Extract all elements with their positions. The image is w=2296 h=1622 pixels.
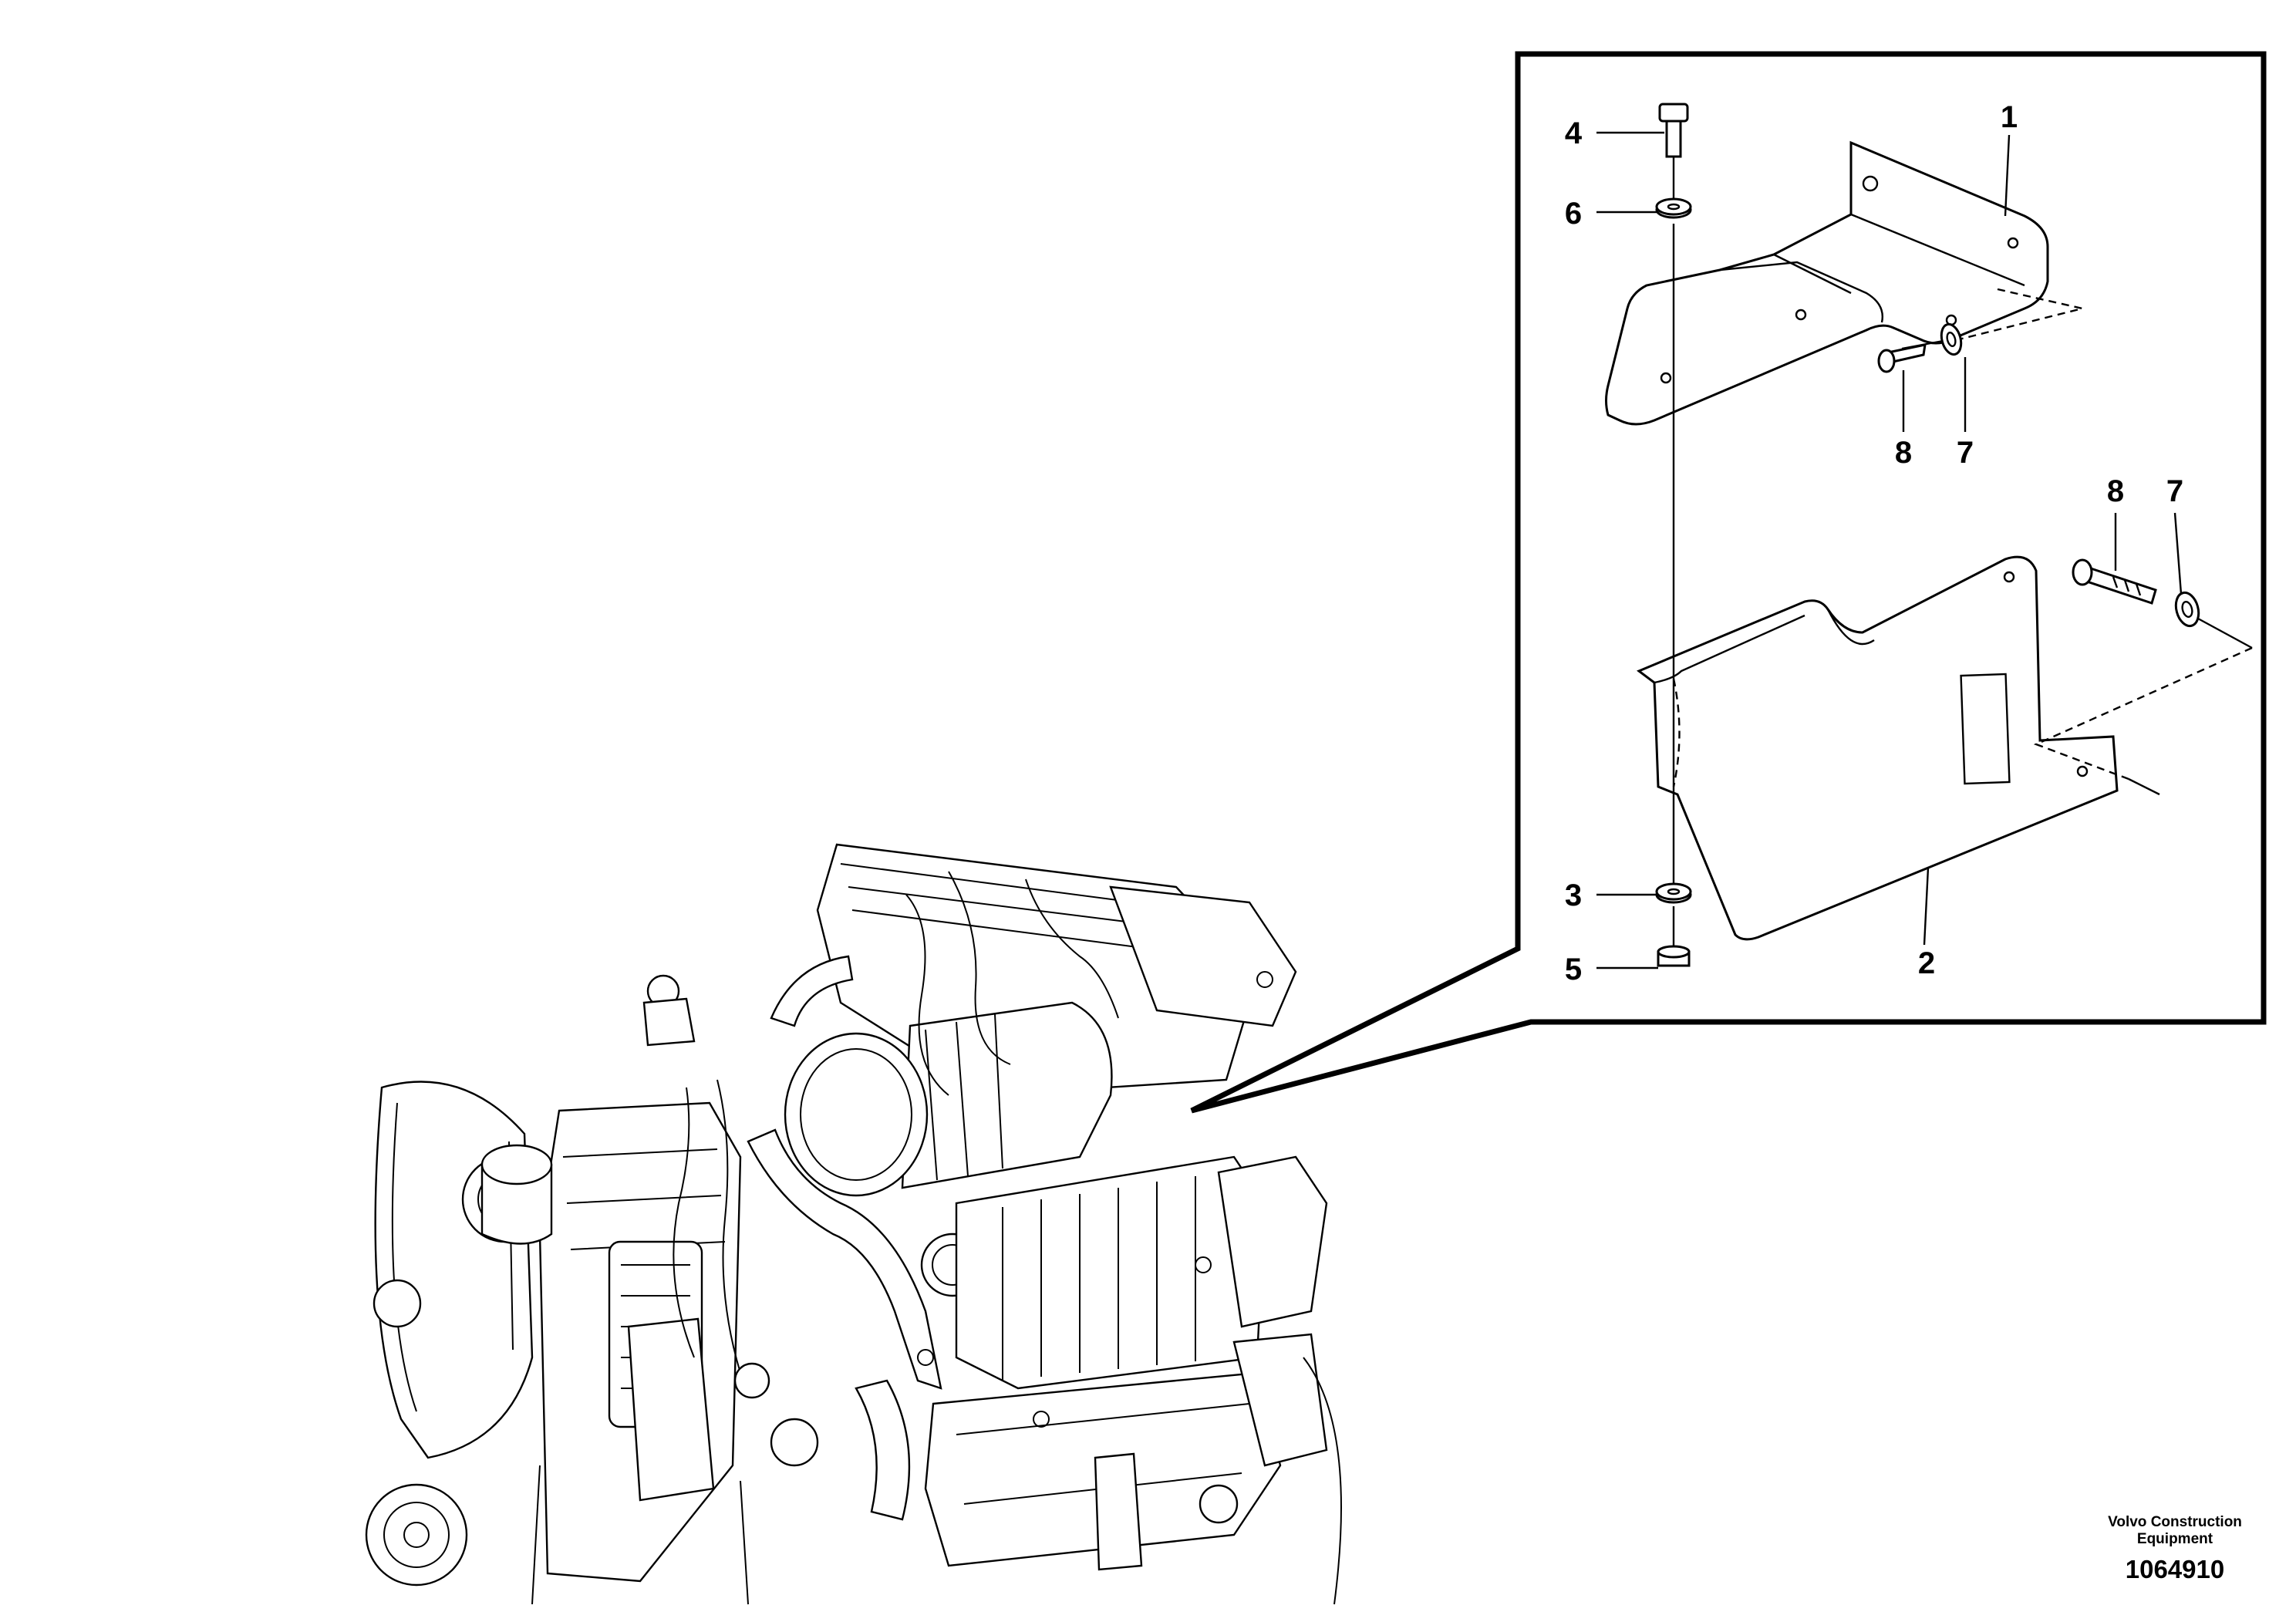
washer-item-3 bbox=[1655, 882, 1692, 904]
brand-name-line-1: Volvo Construction bbox=[2108, 1514, 2242, 1530]
part-2-lower-plate bbox=[1637, 555, 2119, 941]
callout-3: 3 bbox=[1565, 878, 1582, 912]
callout-5: 5 bbox=[1565, 953, 1582, 986]
callout-8-upper: 8 bbox=[1895, 436, 1912, 470]
drawing-number: 1064910 bbox=[2125, 1555, 2225, 1583]
brand-block: Volvo Construction Equipment 1064910 bbox=[2067, 1514, 2283, 1585]
bolt-item-8-lower bbox=[2072, 558, 2157, 605]
nut-item-5 bbox=[1657, 945, 1691, 967]
hardware-items bbox=[1655, 103, 2200, 967]
part-1-upper-bracket bbox=[1605, 140, 2049, 426]
engine-assembly-illustration bbox=[365, 843, 1342, 1605]
callout-8-lower: 8 bbox=[2107, 474, 2124, 508]
brand-name-line-2: Equipment bbox=[2136, 1531, 2213, 1547]
callout-7-upper: 7 bbox=[1957, 436, 1974, 470]
callout-7-lower: 7 bbox=[2166, 474, 2183, 508]
washer-item-6 bbox=[1655, 197, 1692, 219]
callout-labels: 1 2 3 4 5 6 7 7 8 8 bbox=[1565, 100, 2183, 986]
washer-item-7-upper bbox=[1940, 322, 1963, 356]
bolt-item-4 bbox=[1658, 103, 1689, 158]
washer-item-7-lower bbox=[2174, 591, 2200, 628]
callout-6: 6 bbox=[1565, 197, 1582, 231]
callout-1: 1 bbox=[2001, 100, 2018, 134]
leader-lines bbox=[1596, 131, 2183, 969]
callout-2: 2 bbox=[1918, 946, 1935, 980]
bolt-item-8-upper bbox=[1877, 343, 1927, 373]
detail-inset bbox=[1190, 51, 2267, 1114]
inset-frame bbox=[1190, 51, 2267, 1114]
callout-4: 4 bbox=[1565, 116, 1583, 150]
